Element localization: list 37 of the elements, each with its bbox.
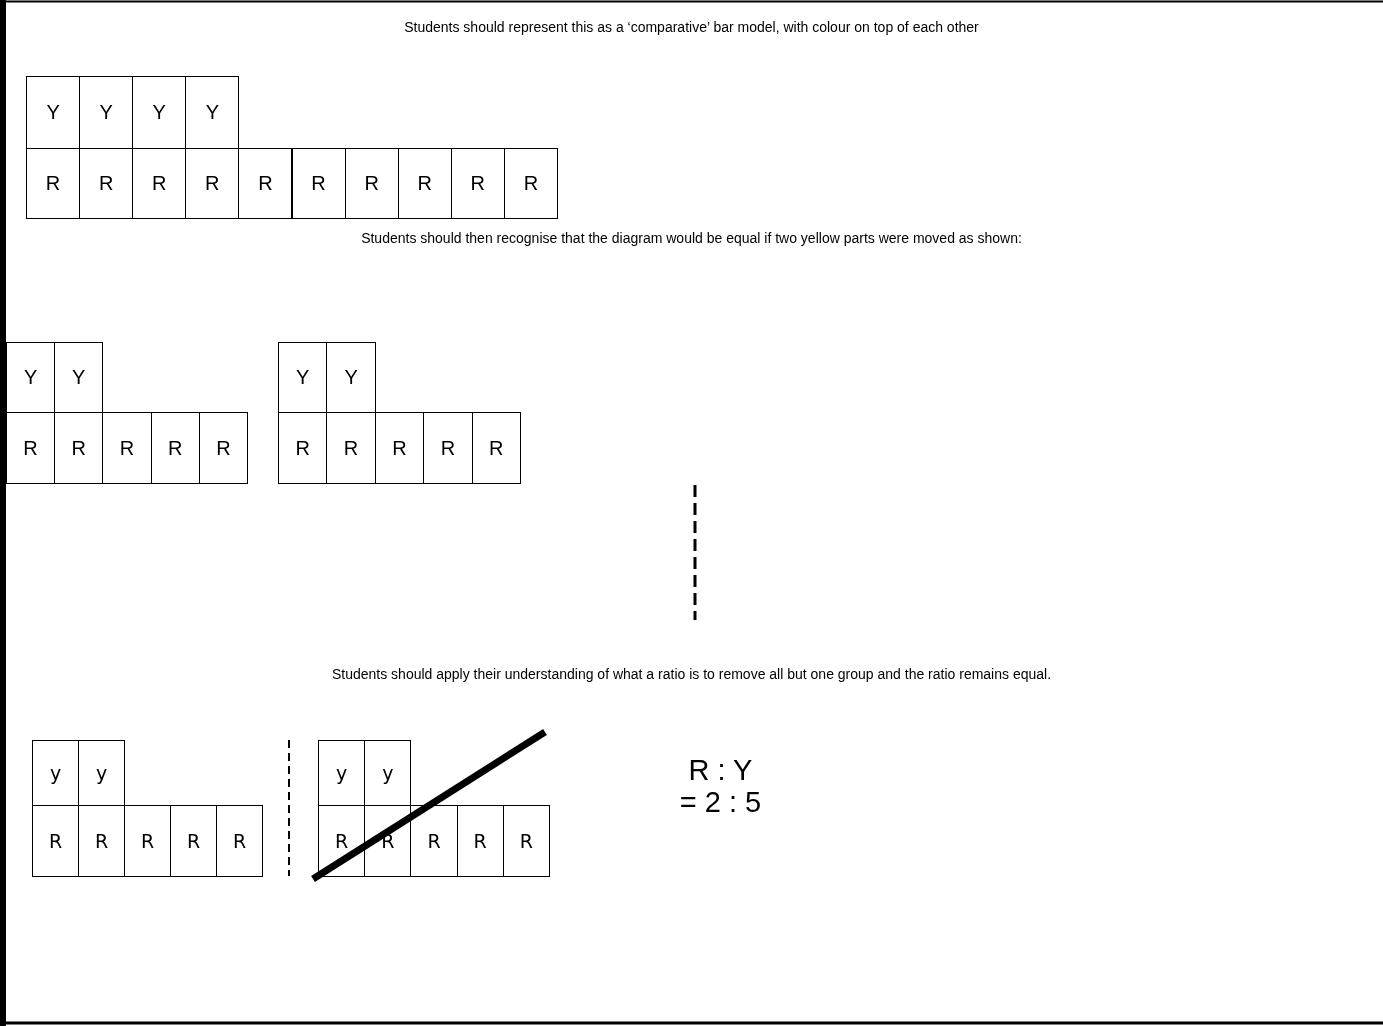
bar-model-part: Y bbox=[278, 342, 328, 413]
bar-model-part: Y bbox=[185, 76, 240, 149]
bar-model-part: R bbox=[471, 412, 521, 484]
ratio-text: R : Y bbox=[688, 754, 753, 787]
bar-model-part: y bbox=[78, 740, 125, 806]
bar-model-part: R bbox=[150, 412, 200, 484]
ratio-text: = 2 : 5 bbox=[679, 786, 762, 819]
bar-model-part: R bbox=[102, 412, 152, 484]
instruction-text: Students should apply their understanding of what a ratio is to remove all but one group and the ratio remains equal. bbox=[331, 666, 1052, 682]
bar-model-part: R bbox=[124, 805, 171, 877]
bar-model-part: R bbox=[238, 148, 293, 219]
bar-model-part: R bbox=[198, 412, 248, 484]
bar-model-part: Y bbox=[6, 342, 56, 413]
bar-model-part: y bbox=[32, 740, 79, 806]
bar-model-part: R bbox=[503, 148, 558, 219]
bar-model-part: R bbox=[278, 412, 328, 484]
bar-model-part: R bbox=[423, 412, 473, 484]
bar-model-part: R bbox=[450, 148, 505, 219]
bar-model-part: Y bbox=[26, 76, 81, 149]
instruction-text: Students should represent this as a ‘comparative’ bar model, with colour on top of each other bbox=[404, 19, 979, 35]
bar-model-part: Y bbox=[326, 342, 376, 413]
bar-model-part: R bbox=[344, 148, 399, 219]
instruction-text: Students should then recognise that the diagram would be equal if two yellow parts were moved as shown: bbox=[361, 230, 1022, 246]
bar-model-part: y bbox=[318, 740, 366, 806]
bar-model-part: R bbox=[502, 805, 550, 877]
bar-model-part: R bbox=[170, 805, 217, 877]
bar-model-part: R bbox=[32, 805, 79, 877]
bar-model-part: R bbox=[410, 805, 458, 877]
bar-model-part: R bbox=[397, 148, 452, 219]
bar-model-part: R bbox=[456, 805, 504, 877]
bar-model-part: y bbox=[364, 740, 412, 806]
bar-model-part: Y bbox=[54, 342, 104, 413]
bar-model-part: R bbox=[374, 412, 425, 484]
bar-model-part: R bbox=[6, 412, 56, 484]
bar-model-part: R bbox=[216, 805, 263, 877]
bar-model-part: R bbox=[291, 148, 346, 219]
bar-model-part: R bbox=[26, 148, 81, 219]
